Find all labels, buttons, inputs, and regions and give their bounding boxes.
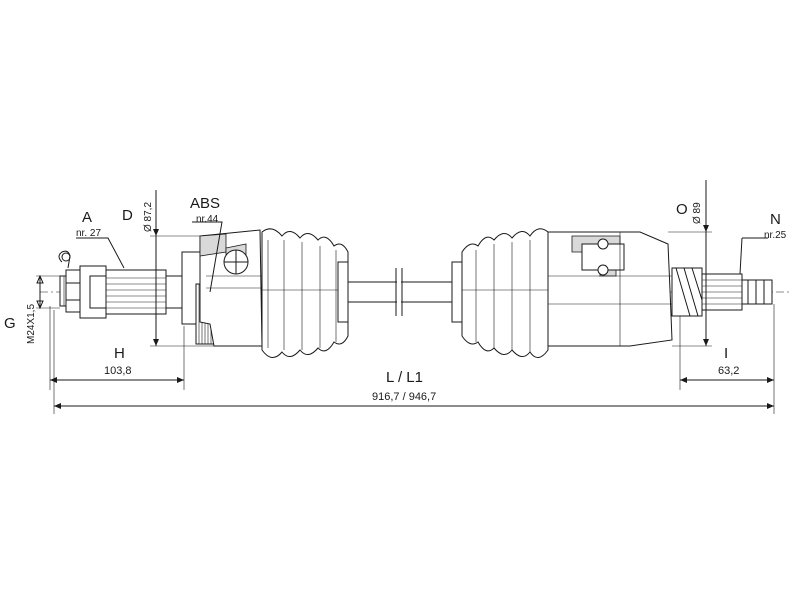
label-abs-ref: nr.44 [196, 214, 219, 225]
label-d: D [122, 207, 133, 224]
label-n: N [770, 211, 781, 228]
right-cv-joint [547, 231, 673, 347]
left-boot [261, 228, 349, 358]
label-l: L / L1 [386, 369, 423, 386]
label-i-dim: 63,2 [718, 365, 739, 377]
label-i: I [724, 345, 728, 362]
right-boot [451, 228, 549, 358]
label-l-dim: 916,7 / 946,7 [372, 391, 436, 403]
label-o-dim: Ø 89 [692, 202, 703, 224]
left-cv-joint [181, 229, 263, 347]
label-a: A [82, 209, 92, 226]
label-h: H [114, 345, 125, 362]
label-abs: ABS [190, 195, 220, 212]
label-h-dim: 103,8 [104, 365, 132, 377]
label-g-thread: M24X1,5 [26, 304, 37, 344]
intermediate-shaft [347, 268, 469, 316]
label-d-dim: Ø 87,2 [143, 202, 154, 232]
dimension-lines [36, 180, 775, 414]
label-o: O [676, 201, 688, 218]
label-g: G [4, 315, 16, 332]
label-a-ref: nr. 27 [76, 228, 101, 239]
label-n-ref: nr.25 [764, 230, 787, 241]
right-stub-shaft [671, 267, 773, 317]
